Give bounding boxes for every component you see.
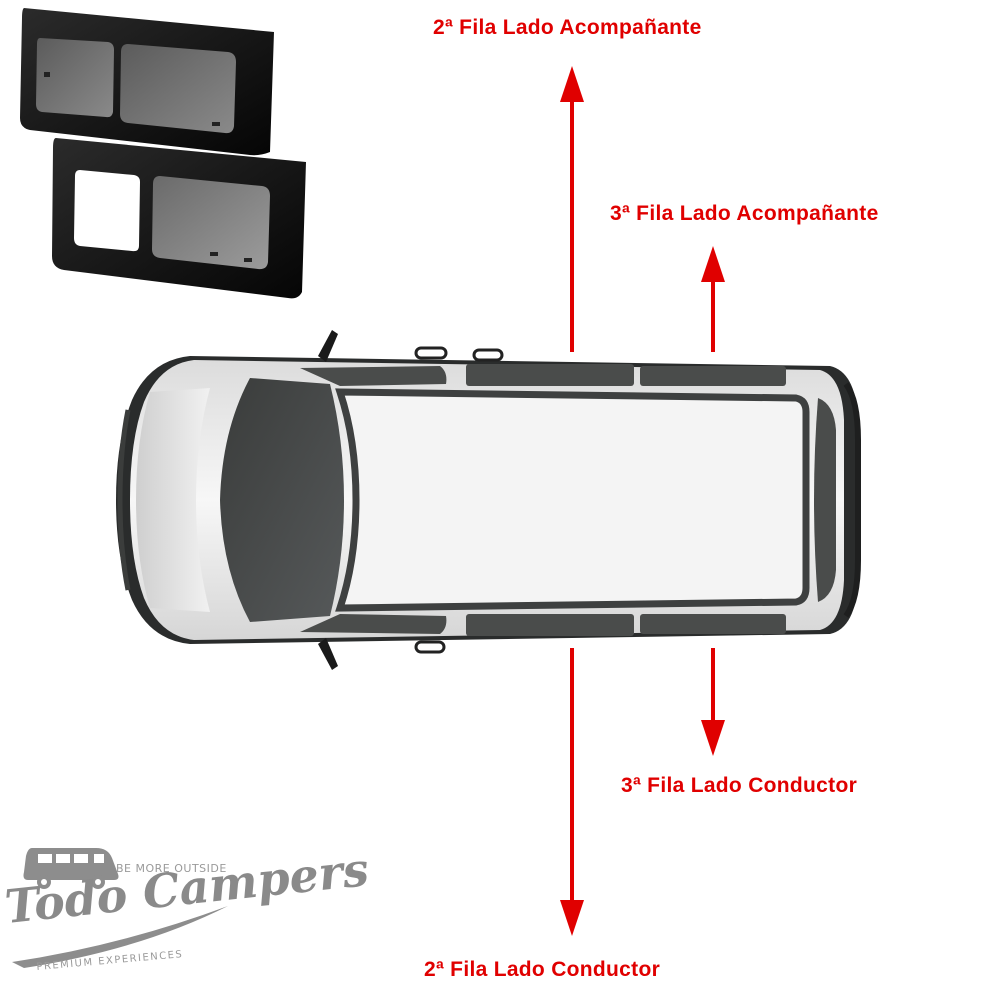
row3-driver-label: 3ª Fila Lado Conductor [621,774,858,797]
row2-passenger-label: 2ª Fila Lado Acompañante [433,16,702,39]
row2-driver-label: 2ª Fila Lado Conductor [424,958,661,981]
arrow-up-icon [701,246,725,352]
arrow-up-icon [560,66,584,352]
logo-tagline-top: BE MORE OUTSIDE [116,862,227,875]
row3-passenger-label: 3ª Fila Lado Acompañante [610,202,879,225]
van-top-view-icon [116,330,861,670]
campervan-logo-icon [12,848,228,968]
window-panel-icon [20,8,306,299]
arrow-down-icon [560,648,584,936]
arrow-down-icon [701,648,725,756]
